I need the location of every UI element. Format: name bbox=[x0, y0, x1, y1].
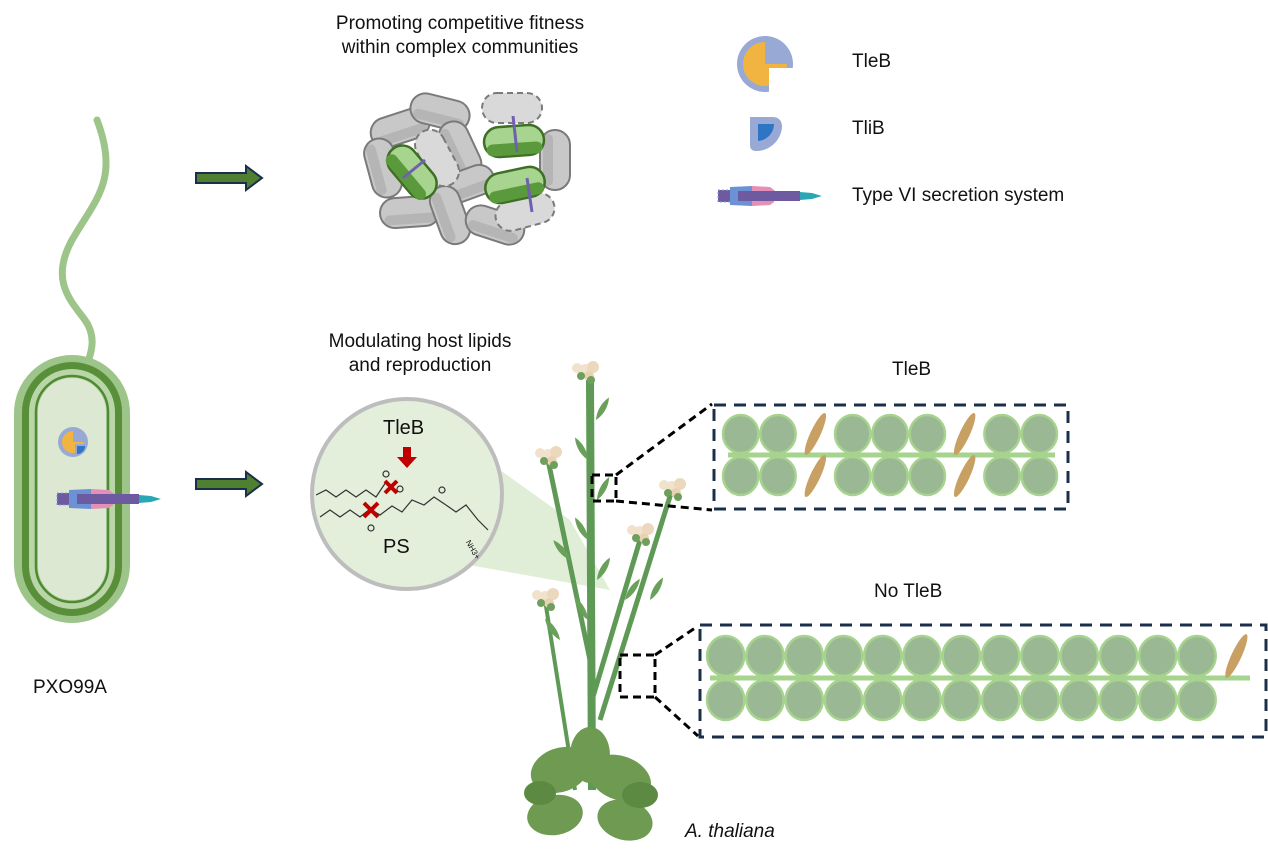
inset-enzyme-label: TleB bbox=[383, 417, 425, 439]
legend bbox=[717, 36, 823, 207]
heading-host-line1: Modulating host lipids bbox=[328, 331, 512, 352]
seed bbox=[862, 678, 903, 722]
seed bbox=[902, 634, 942, 678]
strain-label: PXO99A bbox=[33, 677, 107, 698]
seed bbox=[980, 678, 1021, 722]
seed bbox=[833, 455, 872, 497]
seed bbox=[759, 455, 797, 497]
panel-label-no-tleb: No TleB bbox=[874, 581, 943, 602]
seed bbox=[983, 413, 1021, 455]
seed bbox=[862, 634, 903, 678]
seed bbox=[1098, 634, 1139, 678]
legend-label-tleb: TleB bbox=[852, 51, 892, 72]
heading-host: Modulating host lipids and reproduction bbox=[280, 330, 560, 378]
inset-substrate-label: PS bbox=[383, 536, 410, 558]
tleb-tlib-complex-icon bbox=[58, 427, 88, 457]
zoom-callout-top bbox=[590, 402, 713, 512]
seed bbox=[784, 678, 825, 722]
seed bbox=[1020, 455, 1059, 497]
seed bbox=[823, 634, 864, 678]
bacterium-pxo99a bbox=[14, 116, 162, 623]
aborted-seed bbox=[804, 455, 827, 497]
legend-label-tlib: TliB bbox=[852, 118, 885, 139]
legend-tlib-icon bbox=[750, 117, 782, 152]
aborted-seed bbox=[953, 413, 976, 455]
aborted-seed bbox=[1225, 634, 1248, 678]
seed bbox=[745, 678, 785, 722]
seed bbox=[871, 413, 909, 455]
seed bbox=[1059, 678, 1100, 722]
lipid-inset bbox=[310, 397, 610, 591]
seed bbox=[941, 634, 982, 678]
silique-panel-tleb bbox=[712, 403, 1070, 511]
cleavage-arrow-icon bbox=[397, 447, 417, 468]
legend-tleb-icon bbox=[737, 36, 793, 92]
panel-label-tleb: TleB bbox=[892, 359, 932, 380]
bacterial-community bbox=[359, 89, 571, 250]
seed bbox=[871, 455, 909, 497]
seed bbox=[1020, 413, 1059, 455]
flagellum bbox=[58, 116, 110, 366]
seed bbox=[1137, 634, 1178, 678]
seed bbox=[721, 455, 760, 497]
seed bbox=[1137, 678, 1178, 722]
seed bbox=[1059, 634, 1100, 678]
rosette bbox=[524, 727, 658, 841]
seed bbox=[1098, 678, 1139, 722]
seed bbox=[1177, 678, 1217, 722]
heading-competition: Promoting competitive fitness within com… bbox=[290, 12, 630, 60]
seed bbox=[705, 678, 746, 722]
heading-host-line2: and reproduction bbox=[348, 355, 492, 376]
seed bbox=[1177, 634, 1217, 678]
seed bbox=[759, 413, 797, 455]
seed bbox=[833, 413, 872, 455]
seed bbox=[941, 678, 982, 722]
aborted-seed bbox=[804, 413, 827, 455]
seed bbox=[908, 413, 947, 455]
t6ss-icon bbox=[56, 488, 162, 510]
aborted-seed bbox=[953, 455, 976, 497]
seed bbox=[784, 634, 825, 678]
legend-label-t6ss: Type VI secretion system bbox=[852, 185, 1065, 206]
legend-t6ss-icon bbox=[717, 185, 823, 207]
seed bbox=[721, 413, 760, 455]
arabidopsis-plant bbox=[524, 361, 686, 841]
silique-panel-no-tleb bbox=[698, 623, 1268, 739]
plant-label: A. thaliana bbox=[685, 821, 775, 842]
seed bbox=[980, 634, 1021, 678]
heading-competition-line1: Promoting competitive fitness bbox=[335, 13, 585, 34]
seed bbox=[983, 455, 1021, 497]
arrow-to-host bbox=[195, 470, 264, 498]
seed bbox=[908, 455, 947, 497]
arrow-to-competition bbox=[195, 164, 264, 192]
seed bbox=[705, 634, 746, 678]
seed bbox=[1020, 634, 1060, 678]
cut-mark-icon bbox=[362, 501, 380, 519]
seed bbox=[745, 634, 785, 678]
zoom-callout-bottom bbox=[618, 624, 700, 738]
cut-mark-icon bbox=[383, 479, 399, 495]
heading-competition-line2: within complex communities bbox=[341, 37, 579, 58]
seed bbox=[902, 678, 942, 722]
seed bbox=[823, 678, 864, 722]
seed bbox=[1020, 678, 1060, 722]
